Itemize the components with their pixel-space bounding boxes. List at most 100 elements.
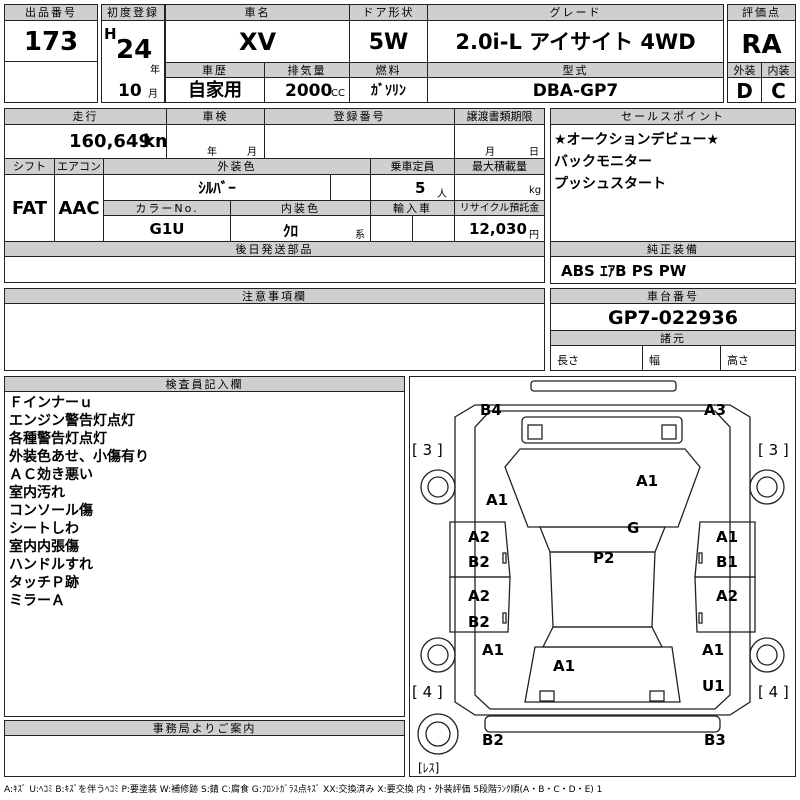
max-load-label: 最大積載量 <box>454 158 545 175</box>
int-color-unit: 系 <box>355 230 365 241</box>
ext-color-label: 外装色 <box>103 158 371 175</box>
lot-label: 出品番号 <box>4 4 98 21</box>
damage-a1-hood: A1 <box>636 472 659 490</box>
damage-a2-right-rear: A2 <box>716 587 739 605</box>
damage-a1-right-door: A1 <box>716 528 739 546</box>
ac-label: エアコン <box>54 158 104 175</box>
spec-label: 諸元 <box>550 330 796 346</box>
sales-point-3: プッシュスタート <box>554 176 666 192</box>
mileage: 160,649 <box>69 131 151 152</box>
damage-a1-rear-right: A1 <box>702 641 725 659</box>
shift: FAT <box>4 174 55 242</box>
length-label: 長さ <box>557 354 579 367</box>
import-box-2 <box>412 215 455 242</box>
recycle-label: リサイクル預託金 <box>454 200 545 216</box>
inspector-line: ハンドルすれ <box>9 557 93 573</box>
ext-color: ｼﾙﾊﾞｰ <box>103 174 331 201</box>
ext-color-extra <box>330 174 371 201</box>
lot-number: 173 <box>4 20 98 62</box>
sales-points-box: ★オークションデビュー★ バックモニター プッシュスタート <box>550 124 796 242</box>
door-type: 5W <box>349 20 428 63</box>
score-label: 評価点 <box>727 4 796 21</box>
car-diagram: B4 A3 [ 3 ] [ 3 ] A1 A1 G A2 B2 A1 B1 P2… <box>409 376 796 777</box>
sales-point-1: ★オークションデビュー★ <box>554 132 720 148</box>
recycle-box: 12,030 円 <box>454 215 545 242</box>
inspector-line: シートしわ <box>9 521 79 537</box>
inspection-year-unit: 年 <box>207 147 217 158</box>
transfer-month-unit: 月 <box>485 147 495 158</box>
damage-b4: B4 <box>480 401 502 419</box>
car-name-label: 車名 <box>165 4 350 21</box>
damage-b1-right-door: B1 <box>716 553 738 571</box>
damage-a1-rear-left: A1 <box>482 641 505 659</box>
height-label: 高さ <box>727 354 749 367</box>
inspection-month-unit: 月 <box>247 147 257 158</box>
damage-a2-left-rear: A2 <box>468 587 491 605</box>
recycle: 12,030 <box>469 220 527 238</box>
chassis-label: 車台番号 <box>550 288 796 304</box>
inspector-line: 外装色あせ、小傷有り <box>9 449 149 465</box>
max-load-box: kg <box>454 174 545 201</box>
capacity-label: 乗車定員 <box>370 158 455 175</box>
sales-points-label: セールスポイント <box>550 108 796 125</box>
inspector-box: Ｆインナーｕ エンジン警告灯点灯 各種警告灯点灯 外装色あせ、小傷有り ＡＣ効き… <box>4 391 405 717</box>
mileage-unit: km <box>143 131 166 152</box>
bracket-3-right: [ 3 ] <box>758 441 789 459</box>
inspector-line: 各種警告灯点灯 <box>9 431 107 447</box>
spec-length: 長さ <box>550 345 643 371</box>
grade: 2.0i-L アイサイト 4WD <box>427 20 724 63</box>
era: H <box>104 25 117 43</box>
model: DBA-GP7 <box>427 77 724 103</box>
damage-u1: U1 <box>702 677 725 695</box>
damage-b2-left-rear: B2 <box>468 613 490 631</box>
inspector-line: 室内内張傷 <box>9 539 79 555</box>
width-label: 幅 <box>649 354 660 367</box>
damage-a2-left-door: A2 <box>468 528 491 546</box>
capacity-unit: 人 <box>437 189 447 200</box>
lot-blank <box>4 61 98 103</box>
max-load-unit: kg <box>529 185 542 196</box>
inspector-line: エンジン警告灯点灯 <box>9 413 135 429</box>
history-label: 車歴 <box>165 62 265 78</box>
inspection-box: 年 月 <box>166 124 265 159</box>
notes-label: 注意事項欄 <box>4 288 545 304</box>
damage-p2: P2 <box>593 549 615 567</box>
first-reg-label: 初度登録 <box>101 4 165 21</box>
car-name: XV <box>165 20 350 63</box>
first-reg-month: 10 <box>118 81 142 101</box>
capacity-box: 5 人 <box>370 174 455 201</box>
genuine-equipment: ABS ｴｱB PS PW <box>550 256 796 284</box>
fuel: ｶﾞｿﾘﾝ <box>349 77 428 103</box>
inspector-line: Ｆインナーｕ <box>9 395 93 411</box>
damage-legend: A:ｷｽﾞ U:ﾍｺﾐ B:ｷｽﾞを伴うﾍｺﾐ P:要塗装 W:補修跡 S:錆 … <box>4 785 603 795</box>
month-unit: 月 <box>148 89 158 100</box>
damage-g: G <box>627 519 640 537</box>
later-parts-label: 後日発送部品 <box>4 241 545 257</box>
import-box <box>370 215 413 242</box>
inspector-line: ＡＣ効き悪い <box>9 467 93 483</box>
damage-b3-bottom: B3 <box>704 731 726 749</box>
inspector-line: コンソール傷 <box>9 503 93 519</box>
plate-label: 登録番号 <box>264 108 455 125</box>
spec-width: 幅 <box>642 345 721 371</box>
int-grade: C <box>761 77 796 103</box>
shift-label: シフト <box>4 158 55 175</box>
spec-height: 高さ <box>720 345 796 371</box>
door-label: ドア形状 <box>349 4 428 21</box>
bracket-3-left: [ 3 ] <box>412 441 443 459</box>
transfer-box: 月 日 <box>454 124 545 159</box>
year-unit: 年 <box>150 65 160 76</box>
mileage-label: 走行 <box>4 108 167 125</box>
displacement-unit: CC <box>331 88 345 99</box>
plate-box <box>264 124 455 159</box>
int-label: 内装 <box>761 62 796 78</box>
model-label: 型式 <box>427 62 724 78</box>
sales-point-2: バックモニター <box>554 154 652 170</box>
later-parts-box <box>4 256 545 283</box>
office-label: 事務局よりご案内 <box>4 720 405 736</box>
car-outline <box>417 380 785 755</box>
damage-a3-top: A3 <box>704 401 727 419</box>
color-no-label: カラーNo. <box>103 200 231 216</box>
first-reg-year: 24 <box>116 35 153 65</box>
displacement: 2000 <box>285 81 333 101</box>
